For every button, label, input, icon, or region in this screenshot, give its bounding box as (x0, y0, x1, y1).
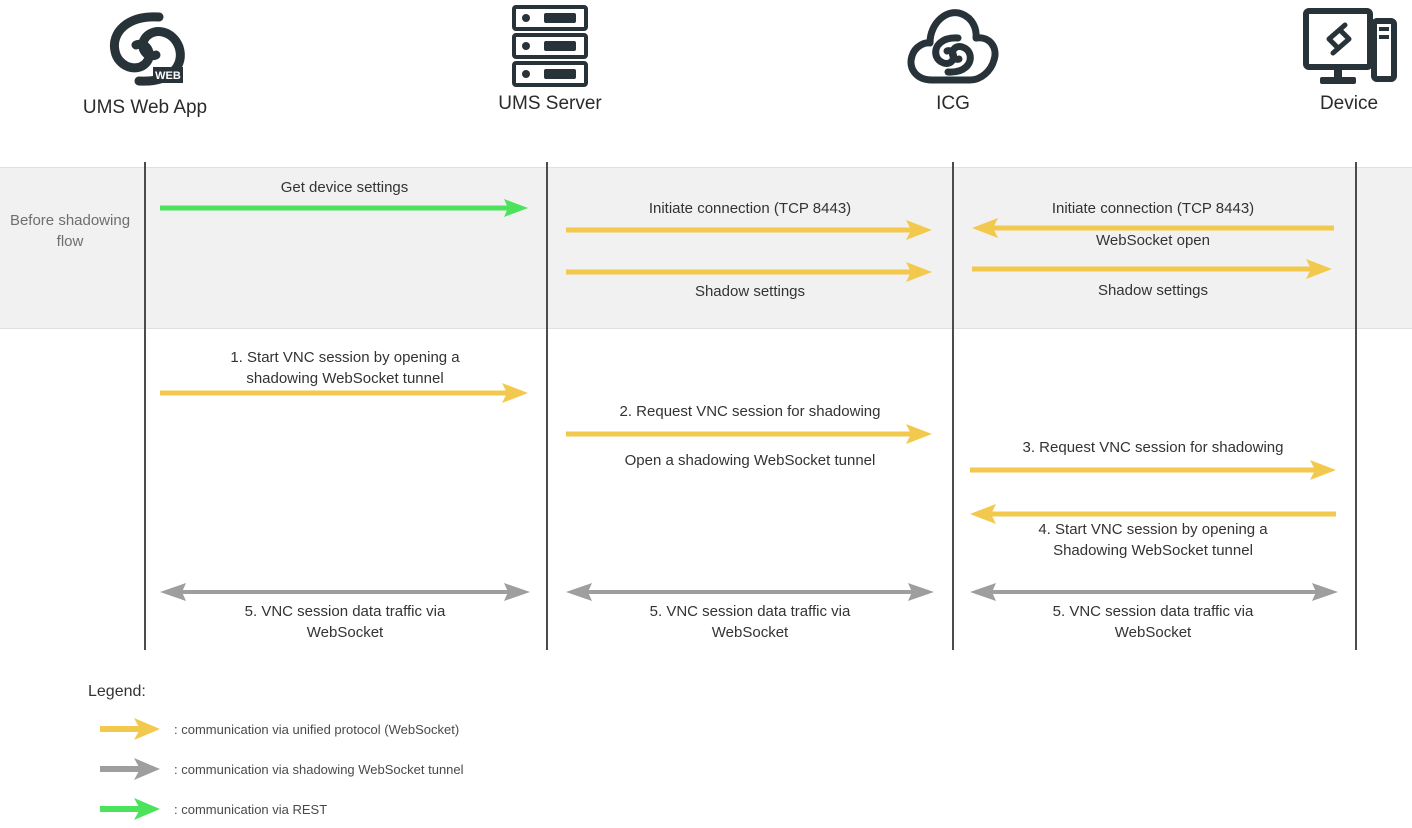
legend-arrow-rest-icon (100, 798, 162, 820)
message-shadow-settings-server (566, 262, 934, 282)
cloud-gateway-icon (843, 0, 1063, 92)
actor-label-device: Device (1319, 93, 1379, 114)
message-label-initiate-connection-icg: Initiate connection (TCP 8443) (1051, 200, 1255, 217)
message-label-step-2-note: Open a shadowing WebSocket tunnel (624, 452, 876, 469)
message-step-1 (160, 383, 530, 403)
actor-icg: ICG (843, 0, 1063, 116)
legend-text-rest: : communication via REST (174, 801, 328, 817)
message-label-step-5-b: 5. VNC session data traffic via WebSocke… (649, 603, 851, 641)
legend-text-unified: : communication via unified protocol (We… (174, 721, 460, 737)
actor-label-icg: ICG (936, 93, 970, 114)
message-step-3 (970, 460, 1338, 480)
lifeline-device (1355, 162, 1357, 650)
message-step-4 (970, 504, 1336, 524)
message-label-step-4: 4. Start VNC session by opening a Shadow… (1038, 521, 1268, 559)
message-label-initiate-connection-server: Initiate connection (TCP 8443) (648, 200, 852, 217)
message-label-step-5-c: 5. VNC session data traffic via WebSocke… (1052, 603, 1254, 641)
svg-text:WEB: WEB (155, 70, 181, 82)
actor-label-ums-web-app: UMS Web App (82, 97, 208, 118)
legend-item-rest: : communication via REST (100, 798, 327, 820)
legend-title: Legend: (88, 683, 146, 700)
message-label-shadow-settings-server: Shadow settings (694, 283, 806, 300)
message-label-step-5-a: 5. VNC session data traffic via WebSocke… (244, 603, 446, 641)
message-step-2 (566, 424, 934, 444)
message-label-step-3: 3. Request VNC session for shadowing (1022, 439, 1284, 456)
server-rack-icon (440, 0, 660, 92)
message-label-step-2: 2. Request VNC session for shadowing (619, 403, 881, 420)
actor-ums-web-app: WEB UMS Web App (35, 4, 255, 120)
message-label-get-device-settings: Get device settings (280, 179, 409, 196)
message-step-5-a (160, 581, 530, 603)
message-initiate-connection-icg (972, 218, 1334, 238)
legend-item-unified: : communication via unified protocol (We… (100, 718, 459, 740)
message-get-device-settings (160, 198, 530, 218)
lifeline-ums-server (546, 162, 548, 650)
desktop-device-icon (1239, 0, 1412, 92)
legend-item-shadowing: : communication via shadowing WebSocket … (100, 758, 464, 780)
message-initiate-connection-server (566, 220, 934, 240)
band-label-before-shadowing: Before shadowing flow (9, 212, 131, 250)
legend-arrow-unified-icon (100, 718, 162, 740)
message-label-websocket-open: WebSocket open (1096, 232, 1210, 249)
legend-text-shadowing: : communication via shadowing WebSocket … (174, 761, 464, 777)
lifeline-ums-web-app (144, 162, 146, 650)
actor-ums-server: UMS Server (440, 0, 660, 116)
ums-web-app-logo-icon: WEB (35, 4, 255, 96)
legend-arrow-shadowing-icon (100, 758, 162, 780)
before-shadowing-band (0, 167, 1412, 329)
message-step-5-b (566, 581, 934, 603)
message-step-5-c (970, 581, 1338, 603)
actor-device: Device (1239, 0, 1412, 116)
lifeline-icg (952, 162, 954, 650)
actor-label-ums-server: UMS Server (498, 93, 602, 114)
message-label-shadow-settings-icg: Shadow settings (1097, 282, 1209, 299)
message-label-step-1: 1. Start VNC session by opening a shadow… (230, 349, 460, 387)
message-websocket-open (972, 259, 1334, 279)
